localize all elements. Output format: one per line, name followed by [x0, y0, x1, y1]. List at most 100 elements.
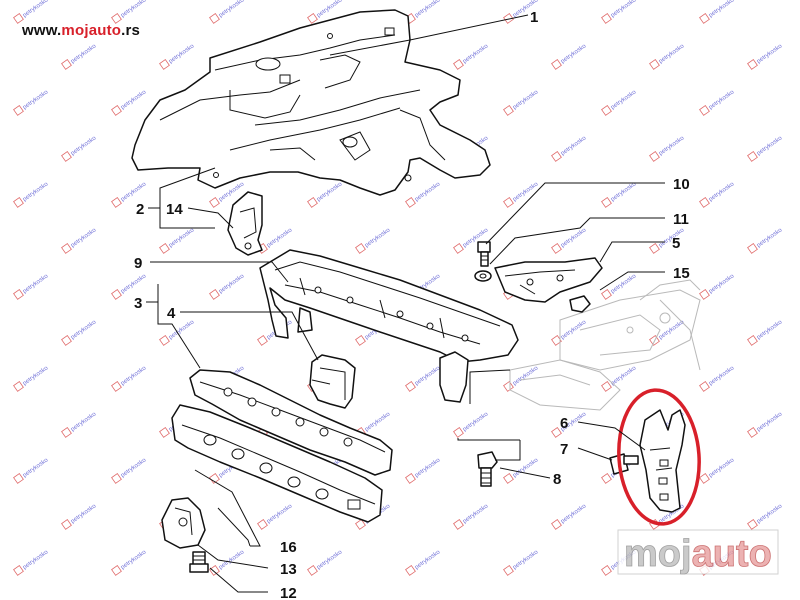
- callout-10: 10: [673, 176, 690, 193]
- part-13-mount-bracket: [161, 497, 206, 549]
- svg-text:petrykosko: petrykosko: [756, 227, 784, 249]
- svg-text:petrykosko: petrykosko: [22, 89, 50, 111]
- svg-text:petrykosko: petrykosko: [120, 549, 148, 571]
- svg-text:petrykosko: petrykosko: [756, 319, 784, 341]
- part-8-bolt: [477, 451, 498, 487]
- watermark-tile: petrykosko: [649, 43, 686, 70]
- svg-text:petrykosko: petrykosko: [120, 89, 148, 111]
- svg-text:petrykosko: petrykosko: [22, 0, 50, 19]
- watermark-tile: petrykosko: [503, 89, 540, 116]
- svg-text:petrykosko: petrykosko: [120, 0, 148, 19]
- callout-14: 14: [166, 201, 183, 218]
- logo-text-dark: moj: [624, 533, 692, 575]
- watermark-tile: petrykosko: [699, 365, 736, 392]
- svg-text:petrykosko: petrykosko: [414, 549, 442, 571]
- leader-lines: [146, 14, 665, 593]
- svg-text:petrykosko: petrykosko: [756, 135, 784, 157]
- watermark-tile: petrykosko: [405, 549, 442, 576]
- callout-16: 16: [280, 539, 297, 556]
- watermark-tile: petrykosko: [111, 365, 148, 392]
- callout-7: 7: [560, 441, 568, 458]
- callout-6: 6: [560, 415, 568, 432]
- watermark-tile: petrykosko: [551, 43, 588, 70]
- svg-text:petrykosko: petrykosko: [70, 319, 98, 341]
- svg-text:petrykosko: petrykosko: [756, 503, 784, 525]
- part-16-bumper-reinforcement: [171, 404, 383, 523]
- watermark-tile: petrykosko: [61, 135, 98, 162]
- mojauto-logo-watermark: mojauto: [617, 529, 779, 575]
- part-7-bolt: [609, 453, 639, 475]
- svg-text:petrykosko: petrykosko: [168, 43, 196, 65]
- svg-text:petrykosko: petrykosko: [316, 181, 344, 203]
- svg-text:petrykosko: petrykosko: [708, 457, 736, 479]
- watermark-tile: petrykosko: [61, 503, 98, 530]
- part-3-lower-cross-member: [189, 369, 393, 476]
- watermark-tile: petrykosko: [699, 181, 736, 208]
- watermark-tile: petrykosko: [747, 503, 784, 530]
- watermark-tile: petrykosko: [159, 43, 196, 70]
- watermark-tile: petrykosko: [551, 411, 588, 438]
- svg-text:petrykosko: petrykosko: [708, 0, 736, 19]
- site-url-suffix: .rs: [121, 22, 141, 39]
- watermark-tile: petrykosko: [649, 227, 686, 254]
- watermark-tile: petrykosko: [13, 0, 50, 24]
- watermark-tile: petrykosko: [551, 319, 588, 346]
- svg-text:petrykosko: petrykosko: [22, 181, 50, 203]
- svg-text:petrykosko: petrykosko: [756, 43, 784, 65]
- svg-text:petrykosko: petrykosko: [364, 227, 392, 249]
- svg-text:petrykosko: petrykosko: [658, 43, 686, 65]
- svg-text:petrykosko: petrykosko: [218, 273, 246, 295]
- callout-13: 13: [280, 561, 297, 578]
- site-url[interactable]: www.mojauto.rs: [22, 22, 140, 39]
- svg-text:petrykosko: petrykosko: [462, 43, 490, 65]
- callout-9: 9: [134, 255, 142, 272]
- watermark-tile: petrykosko: [13, 365, 50, 392]
- svg-text:petrykosko: petrykosko: [22, 273, 50, 295]
- callout-1: 1: [530, 9, 538, 26]
- svg-text:petrykosko: petrykosko: [414, 181, 442, 203]
- callout-2: 2: [136, 201, 144, 218]
- watermark-tile: petrykosko: [307, 549, 344, 576]
- svg-text:petrykosko: petrykosko: [560, 135, 588, 157]
- watermark-tile: petrykosko: [257, 227, 294, 254]
- watermark-tile: petrykosko: [111, 0, 148, 24]
- svg-text:petrykosko: petrykosko: [610, 0, 638, 19]
- watermark-tile: petrykosko: [649, 135, 686, 162]
- watermark-tile: petrykosko: [747, 43, 784, 70]
- svg-text:petrykosko: petrykosko: [364, 411, 392, 433]
- watermark-tile: petrykosko: [405, 181, 442, 208]
- watermark-tile: petrykosko: [453, 503, 490, 530]
- svg-text:petrykosko: petrykosko: [22, 365, 50, 387]
- watermark-tile: petrykosko: [601, 89, 638, 116]
- watermark-tile: petrykosko: [13, 181, 50, 208]
- callout-3: 3: [134, 295, 142, 312]
- part-4-bracket-block: [309, 354, 356, 409]
- part-10-bolt: [477, 241, 491, 267]
- watermark-tile: petrykosko: [209, 273, 246, 300]
- watermark-tile: petrykosko: [307, 181, 344, 208]
- watermark-tile: petrykosko: [61, 43, 98, 70]
- svg-text:petrykosko: petrykosko: [218, 0, 246, 19]
- svg-text:petrykosko: petrykosko: [610, 365, 638, 387]
- svg-text:petrykosko: petrykosko: [120, 365, 148, 387]
- svg-text:petrykosko: petrykosko: [70, 411, 98, 433]
- site-url-prefix: www.: [22, 22, 62, 39]
- part-15-clip: [569, 295, 591, 313]
- svg-text:petrykosko: petrykosko: [70, 135, 98, 157]
- watermark-tile: petrykosko: [503, 549, 540, 576]
- svg-text:petrykosko: petrykosko: [462, 503, 490, 525]
- callout-11: 11: [673, 211, 689, 228]
- svg-text:petrykosko: petrykosko: [120, 273, 148, 295]
- svg-text:petrykosko: petrykosko: [414, 457, 442, 479]
- svg-text:petrykosko: petrykosko: [756, 411, 784, 433]
- svg-text:petrykosko: petrykosko: [168, 227, 196, 249]
- watermark-tile: petrykosko: [61, 411, 98, 438]
- watermark-tile: petrykosko: [747, 135, 784, 162]
- svg-text:petrykosko: petrykosko: [70, 503, 98, 525]
- svg-text:petrykosko: petrykosko: [610, 89, 638, 111]
- watermark-tile: petrykosko: [13, 89, 50, 116]
- svg-text:petrykosko: petrykosko: [560, 43, 588, 65]
- watermark-tile: petrykosko: [405, 0, 442, 24]
- svg-text:petrykosko: petrykosko: [708, 365, 736, 387]
- highlight-ring-part-6: [617, 388, 701, 526]
